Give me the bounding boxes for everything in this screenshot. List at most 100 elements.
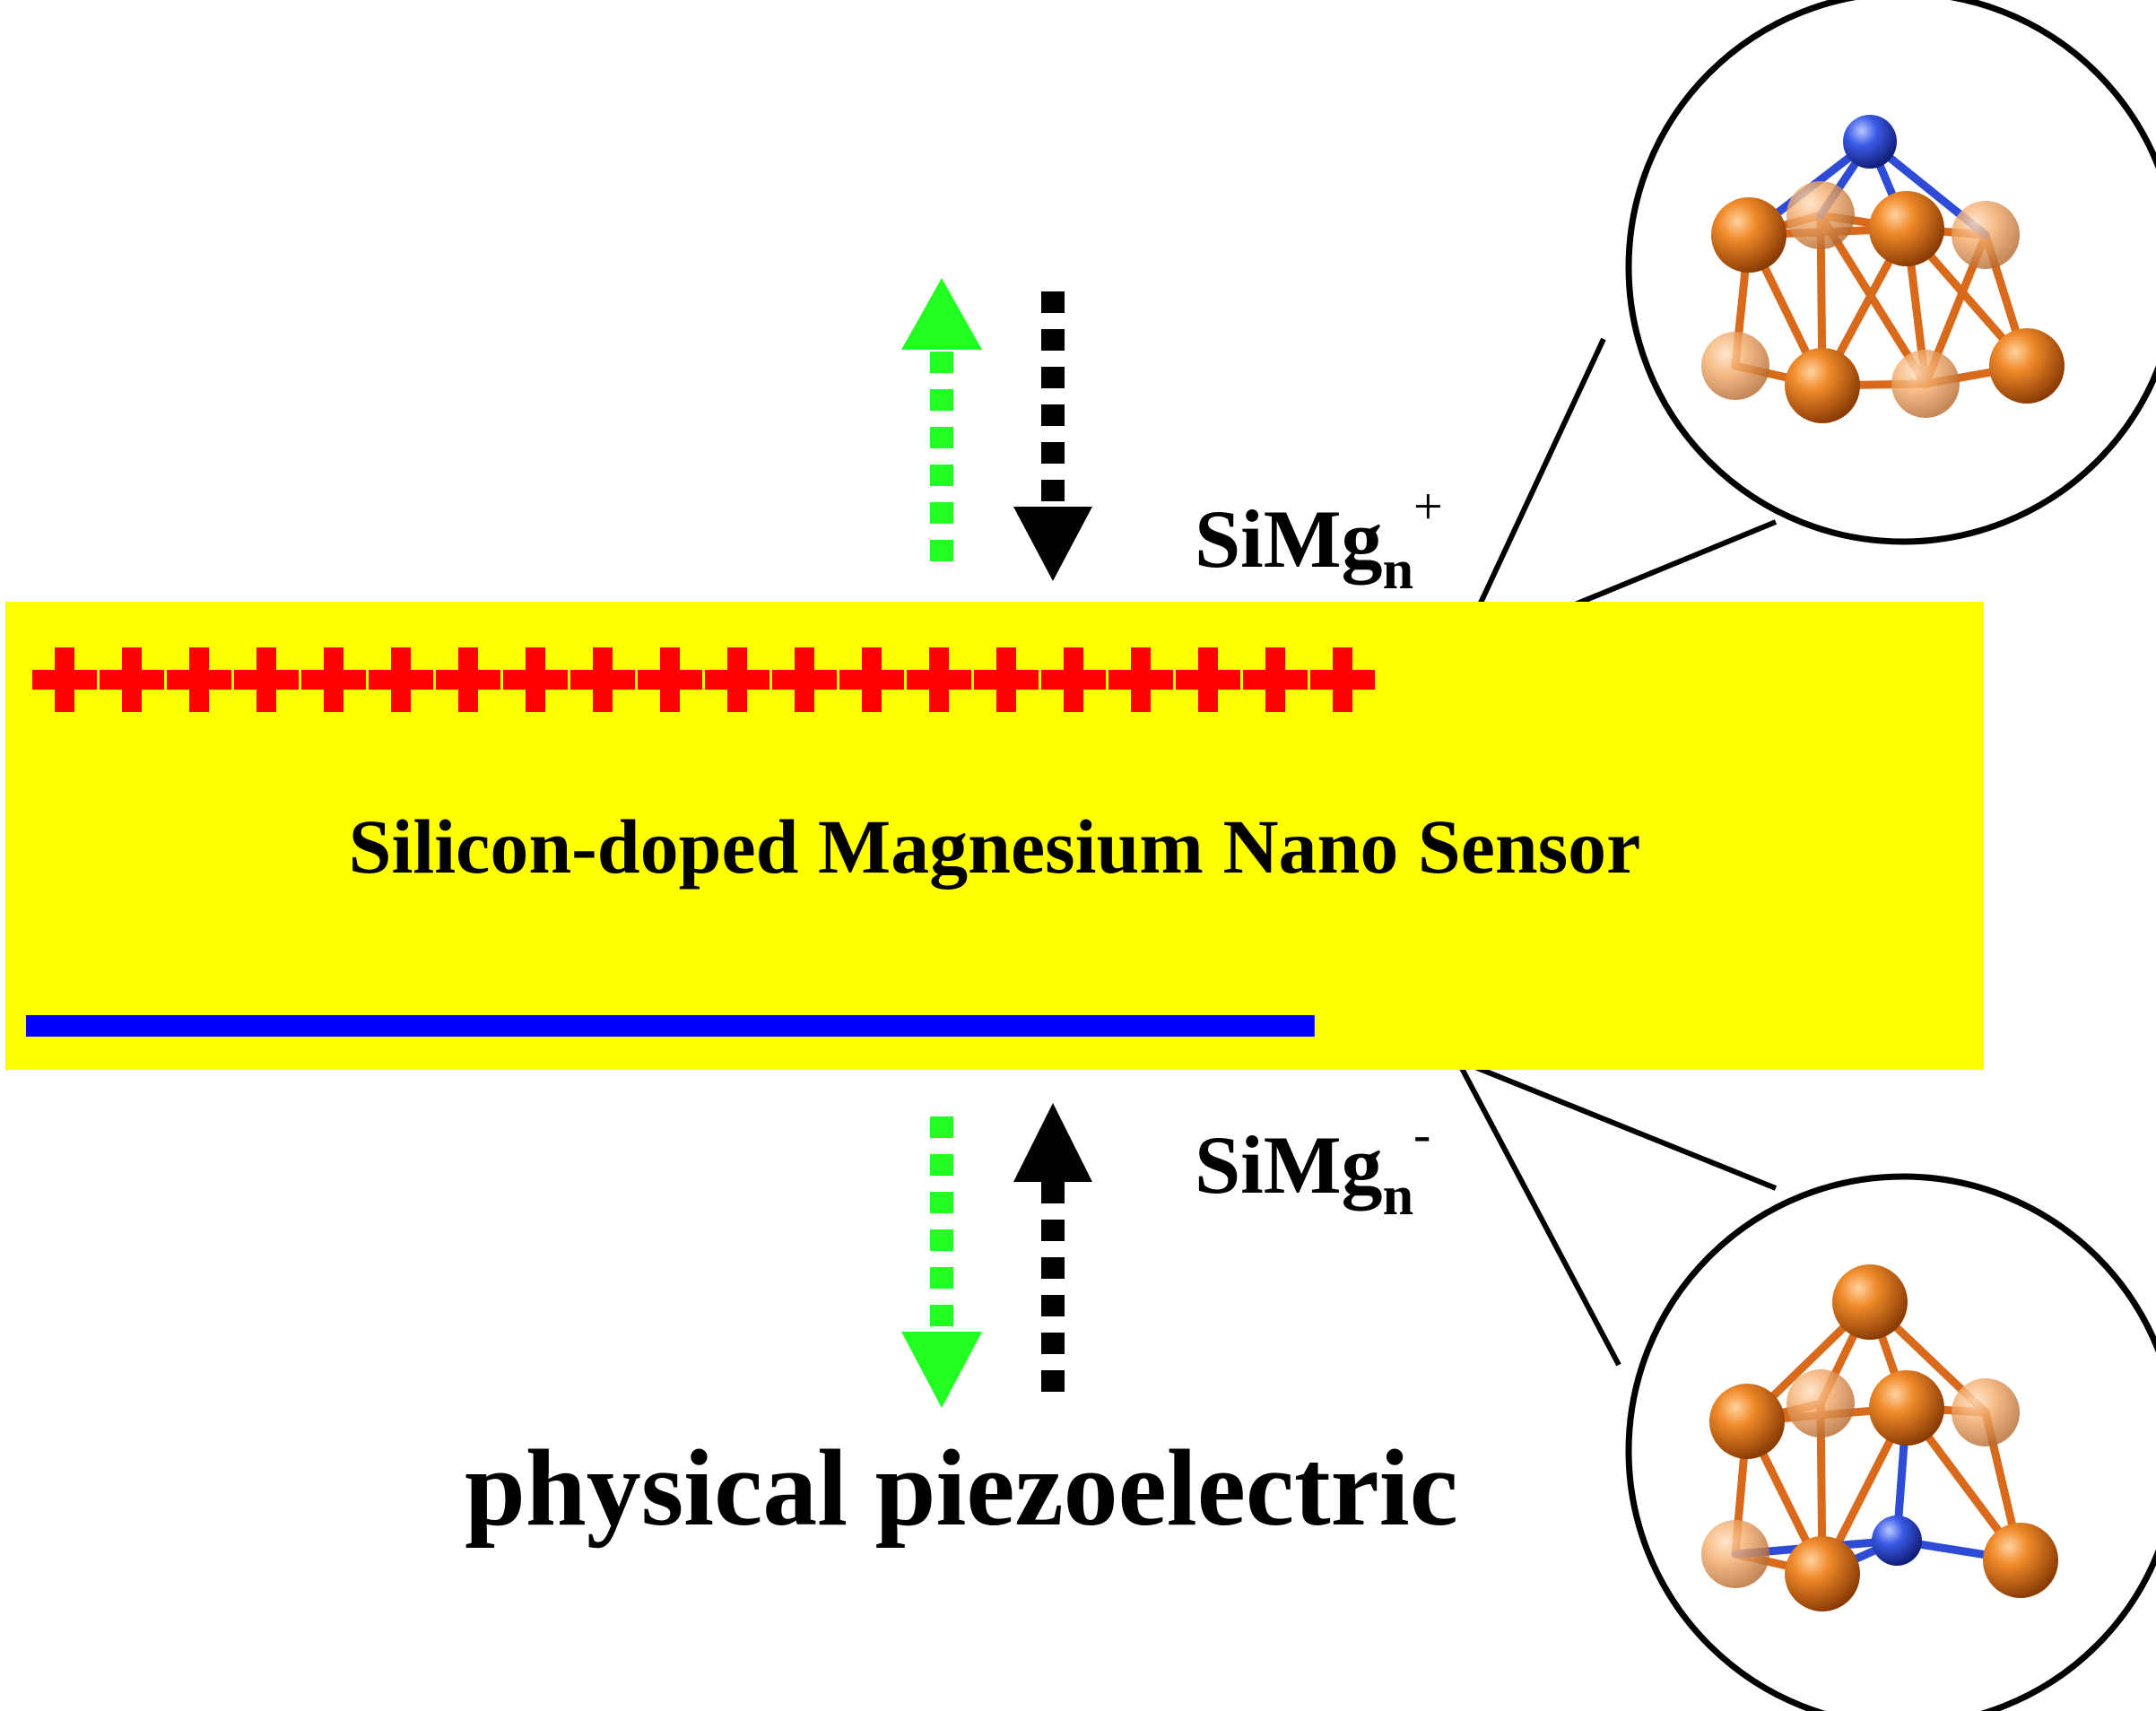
mg-atom: [1869, 1370, 1944, 1446]
positive-charge: [167, 647, 231, 712]
arrow-shaft: [930, 352, 953, 561]
positive-charge: [100, 647, 164, 712]
top-green-arrow: [901, 278, 982, 561]
negative-charge: [907, 1015, 976, 1037]
arrow-head-up: [901, 278, 982, 350]
mg-atom-back: [1701, 1520, 1769, 1588]
cation-cluster-magnifier: [1625, 0, 2156, 545]
negative-charge: [839, 1015, 908, 1037]
positive-charge: [32, 647, 97, 712]
positive-charge-row: [32, 647, 1375, 712]
mg-atom-back: [1787, 1369, 1855, 1437]
mg-atom-back: [1952, 201, 2020, 269]
cation-label-base: SiMg: [1195, 493, 1383, 585]
positive-charge: [503, 647, 568, 712]
arrow-dash: [930, 1116, 953, 1138]
positive-charge: [301, 647, 366, 712]
negative-charge: [365, 1015, 433, 1037]
positive-charge: [705, 647, 769, 712]
bottom-green-arrow: [901, 1116, 982, 1408]
mg-atom: [1785, 348, 1860, 423]
positive-charge: [974, 647, 1039, 712]
magnifier-circle-top: [1625, 0, 2156, 545]
mg-atom-back: [1891, 350, 1960, 418]
anion-label: SiMgn-: [1195, 1105, 1430, 1227]
negative-charge: [568, 1015, 637, 1037]
callout-line-bottom-b: [1455, 1058, 1621, 1367]
mg-atom: [1989, 328, 2065, 404]
bottom-black-arrow: [1013, 1103, 1092, 1392]
arrow-dash: [930, 1154, 953, 1176]
negative-charge: [161, 1015, 230, 1037]
mg-atom: [1785, 1536, 1860, 1611]
negative-charge: [1110, 1015, 1179, 1037]
arrow-shaft: [1041, 1182, 1065, 1392]
negative-charge: [1178, 1015, 1248, 1037]
arrow-dash: [930, 1229, 953, 1251]
arrow-dash: [930, 1192, 953, 1213]
negative-charge: [771, 1015, 840, 1037]
cation-label-sub: n: [1383, 540, 1413, 601]
positive-charge: [570, 647, 635, 712]
positive-charge: [1176, 647, 1240, 712]
arrow-dash: [930, 352, 953, 373]
negative-charge: [975, 1015, 1044, 1037]
arrow-dash: [1041, 329, 1065, 351]
mg-atom: [1832, 1264, 1908, 1340]
arrow-dash: [1041, 1333, 1065, 1354]
mg-atom-back: [1952, 1378, 2020, 1446]
arrow-shaft: [1041, 291, 1065, 501]
arrow-dash: [1041, 1182, 1065, 1203]
positive-charge: [1108, 647, 1173, 712]
arrow-dash: [930, 427, 953, 448]
arrow-dash: [930, 540, 953, 561]
mg-atom: [1709, 1384, 1785, 1459]
positive-charge: [369, 647, 433, 712]
arrow-dash: [1041, 1295, 1065, 1316]
positive-charge: [638, 647, 702, 712]
negative-charge: [636, 1015, 705, 1037]
arrow-head-down: [901, 1332, 982, 1408]
positive-charge: [436, 647, 500, 712]
negative-charge: [26, 1015, 94, 1037]
arrow-dash: [930, 465, 953, 486]
arrow-dash: [1041, 1370, 1065, 1392]
anion-label-base: SiMg: [1195, 1119, 1383, 1211]
positive-charge: [772, 647, 837, 712]
arrow-dash: [1041, 404, 1065, 426]
caption-physical-piezoelectric: physical piezoelectric: [465, 1428, 1458, 1549]
negative-charge: [297, 1015, 366, 1037]
negative-charge: [1043, 1015, 1111, 1037]
anion-cluster-magnifier: [1625, 1173, 2156, 1711]
cation-label: SiMgn+: [1195, 477, 1443, 601]
arrow-dash: [1041, 442, 1065, 464]
mg-atom: [1711, 197, 1787, 273]
arrow-dash: [1041, 1220, 1065, 1241]
mg-atom: [1869, 191, 1944, 266]
positive-charge: [907, 647, 971, 712]
negative-charge: [704, 1015, 772, 1037]
callout-line-bottom-a: [1456, 1057, 1778, 1191]
negative-charge: [432, 1015, 501, 1037]
si-atom: [1872, 1516, 1922, 1566]
cation-label-sup: +: [1413, 477, 1443, 535]
arrow-dash: [1041, 291, 1065, 313]
anion-label-sup: -: [1413, 1105, 1430, 1163]
arrow-dash: [1041, 1257, 1065, 1279]
anion-label-sub: n: [1383, 1166, 1413, 1227]
si-atom: [1843, 115, 1897, 169]
arrow-dash: [1041, 480, 1065, 501]
positive-charge: [234, 647, 299, 712]
positive-charge: [1310, 647, 1375, 712]
positive-charge: [1041, 647, 1106, 712]
negative-charge: [93, 1015, 162, 1037]
arrow-dash: [930, 1305, 953, 1326]
arrow-head-up: [1013, 1103, 1092, 1182]
mg-atom-back: [1701, 332, 1769, 400]
arrow-dash: [1041, 367, 1065, 388]
arrow-dash: [930, 389, 953, 411]
callout-line-top-a: [1455, 337, 1606, 655]
arrow-dash: [930, 1267, 953, 1289]
top-black-arrow: [1013, 291, 1092, 581]
